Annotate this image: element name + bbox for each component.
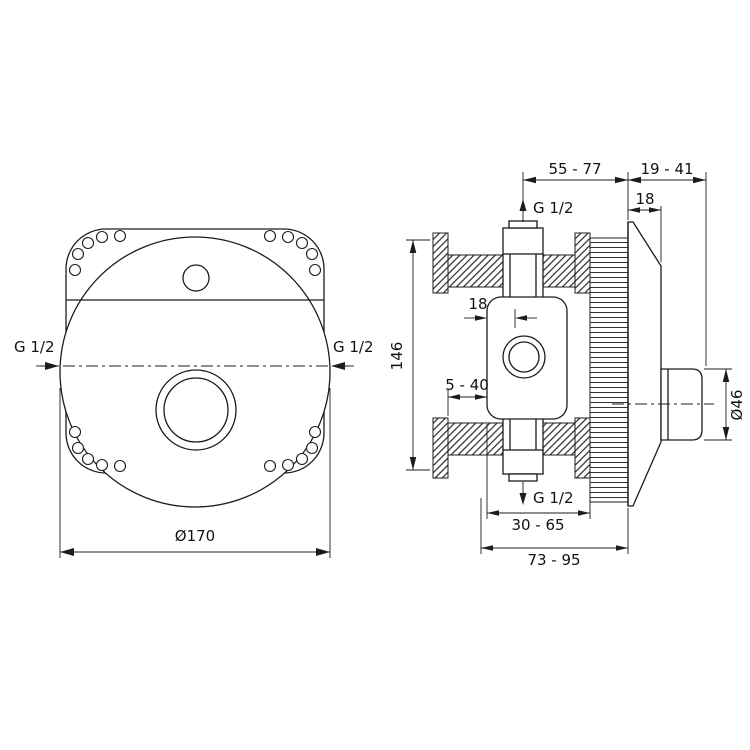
right-port-callout: G 1/2 — [331, 338, 374, 370]
height-label: 146 — [388, 342, 406, 371]
handle — [660, 368, 703, 441]
bottom-port-callout: G 1/2 — [519, 482, 574, 507]
dim-handle-diameter: Ø46 — [704, 368, 746, 441]
top-inlet-fitting — [502, 227, 544, 255]
side-view: G 1/2 55 - 77 19 - 41 18 — [388, 160, 746, 569]
diameter-label: Ø170 — [175, 527, 215, 545]
bottom-port-label: G 1/2 — [533, 489, 574, 507]
left-port-label: G 1/2 — [14, 338, 55, 356]
bottom-outlet-cap — [508, 473, 538, 482]
dim-diameter-170: Ø170 — [59, 388, 331, 558]
right-arrow-icon — [331, 362, 345, 370]
wall-flange-bottom-left — [432, 417, 449, 479]
front-view: G 1/2 G 1/2 Ø170 — [14, 228, 374, 558]
depth-trim-label: 19 - 41 — [640, 160, 693, 178]
left-port-callout: G 1/2 — [14, 338, 59, 370]
cartridge-inner-circle — [508, 341, 540, 373]
depth-inner-label: 30 - 65 — [511, 516, 564, 534]
dim-height: 146 — [388, 239, 430, 471]
left-arrow-icon — [45, 362, 59, 370]
escutcheon-cone — [627, 221, 662, 507]
handle-diameter-label: Ø46 — [728, 390, 746, 421]
inner-offset-label: 18 — [468, 295, 487, 313]
wall-range-label: 5 - 40 — [445, 376, 489, 394]
handle-inner-circle — [163, 377, 229, 443]
dim-depth-body: 55 - 77 — [523, 160, 629, 220]
depth-body-label: 55 - 77 — [548, 160, 601, 178]
dim-depth-trim: 19 - 41 — [628, 160, 707, 366]
wall-flange-bottom-right — [574, 417, 591, 479]
wall-flange-top-left — [432, 232, 449, 294]
dim-inner-offset: 18 — [464, 295, 537, 328]
right-port-label: G 1/2 — [333, 338, 374, 356]
collar-depth-label: 18 — [635, 190, 654, 208]
threaded-sleeve — [589, 237, 629, 503]
diverter-button — [182, 264, 210, 292]
mounting-holes — [68, 229, 322, 473]
dim-collar-depth: 18 — [628, 190, 662, 262]
valve-risers — [502, 254, 544, 451]
depth-total-label: 73 - 95 — [527, 551, 580, 569]
top-port-label: G 1/2 — [533, 199, 574, 217]
wall-flange-top-right — [574, 232, 591, 294]
bottom-outlet-fitting — [502, 449, 544, 475]
down-arrow-icon — [519, 493, 527, 505]
up-arrow-icon — [519, 199, 527, 211]
dim-depth-inner: 30 - 65 — [486, 424, 591, 534]
dim-wall-range: 5 - 40 — [445, 376, 489, 416]
top-inlet-cap — [508, 220, 538, 229]
dim-depth-total: 73 - 95 — [480, 498, 629, 569]
